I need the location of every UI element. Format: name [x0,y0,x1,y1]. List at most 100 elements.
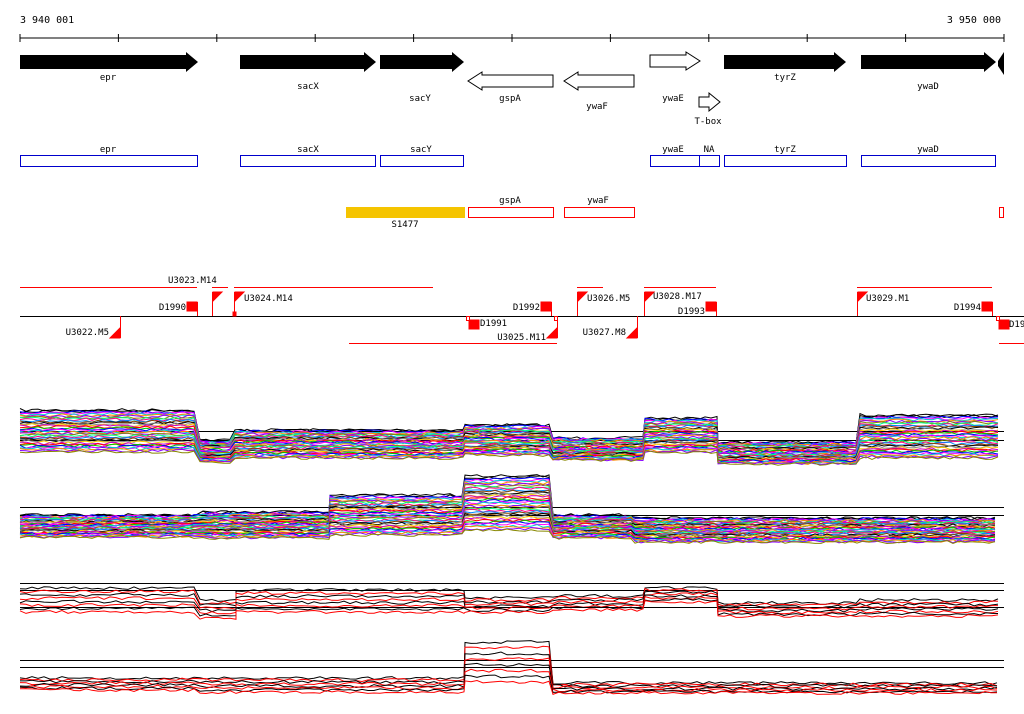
profile-line [19,441,999,462]
profile-line [19,425,999,454]
cds-box[interactable] [380,155,464,167]
gene-arrow-ywaF[interactable] [563,71,635,91]
segment-flag[interactable] [108,326,121,339]
cds-label: sacY [410,145,432,155]
gene-label: epr [100,73,117,83]
rna-label: gspA [499,196,521,206]
profile-line [19,484,996,525]
cds-box[interactable] [650,155,700,167]
segment-marker[interactable] [981,301,993,312]
profile-line [20,679,998,695]
s-feature-label: S1477 [391,220,418,230]
segment-flag[interactable] [212,291,224,303]
segment-marker[interactable] [705,301,717,312]
cds-box[interactable] [861,155,996,167]
profile-line [19,500,996,532]
segment-label: U3022.M5 [66,328,109,338]
gene-arrow-sacY[interactable] [380,52,464,72]
segment-label: D1994 [954,303,981,313]
segment-marker[interactable] [540,301,552,312]
profile-line [19,674,998,694]
profile-line [19,418,999,450]
segment-label: U3025.M11 [497,333,546,343]
gene-arrow-gspA[interactable] [467,71,554,91]
cds-box[interactable] [699,155,720,167]
segment-label: D1991 [480,319,507,329]
profile-line [19,587,999,607]
segment-flag[interactable] [577,291,589,303]
gene-label: gspA [499,94,521,104]
profile-line [19,478,996,522]
ruler-start-label: 3 940 001 [20,15,74,26]
segment-label: U3023.M14 [168,276,217,286]
profile-line [20,651,998,688]
gene-arrow-ywaE[interactable] [649,51,701,71]
segment-flag[interactable] [857,291,869,303]
position-ruler: 3 940 001 3 950 000 [19,15,1005,42]
gene-label: ywaE [662,94,684,104]
rna-box[interactable] [999,207,1004,218]
expression-profiles [19,408,1004,695]
profile-line [19,488,996,527]
segment-label: U3029.M1 [866,294,909,304]
gene-arrow-sacX[interactable] [240,52,376,72]
segment-label: D19 [1009,320,1024,330]
segment-label: U3024.M14 [244,294,293,304]
tbox-label: T-box [694,117,722,127]
profile-line [19,586,999,605]
profile-line [19,479,996,523]
profile-line [19,515,996,539]
gene-arrow-ywaD[interactable] [861,52,996,72]
cds-box[interactable] [724,155,847,167]
profile-panel [19,408,1004,466]
gene-label: sacX [297,82,319,92]
profile-line [19,657,998,690]
profile-line [19,668,998,693]
profile-line [19,590,999,609]
cds-label: tyrZ [774,145,796,155]
gene-arrow-tyrZ[interactable] [724,52,846,72]
segment-flag[interactable] [234,291,246,303]
gene-track: epr sacX sacY gspA ywaF ywaE tyrZ ywaD T… [20,51,1004,127]
s-feature-box[interactable] [346,207,465,218]
profile-panel [19,474,1004,545]
cds-track [20,155,996,167]
profile-line [19,662,998,691]
profile-line [19,449,999,466]
profile-line [19,595,999,615]
gene-label: ywaF [586,102,608,112]
segment-track: D1990 U3023.M14 U3024.M14 D1992 U3026.M5… [20,276,1024,344]
tbox-arrow[interactable] [698,91,721,113]
profile-line [19,420,999,451]
cds-box[interactable] [240,155,376,167]
gene-arrow-epr[interactable] [20,52,198,72]
segment-label: D1992 [513,303,540,313]
segment-marker[interactable] [186,301,198,312]
segment-marker[interactable] [998,319,1010,330]
rna-box[interactable] [468,207,554,218]
cds-label: sacX [297,145,319,155]
gene-arrow-partial[interactable] [998,52,1004,75]
segment-label: D1993 [678,307,705,317]
segment-marker[interactable] [468,319,480,330]
profile-panel [19,640,1004,695]
cds-label: epr [100,145,117,155]
segment-label: U3028.M17 [653,292,702,302]
cds-box[interactable] [20,155,198,167]
gene-label: ywaD [917,82,939,92]
rna-box[interactable] [564,207,635,218]
segment-flag[interactable] [545,326,558,339]
profile-line [19,528,996,545]
profile-line [19,600,999,620]
profile-line [19,522,996,542]
segment-flag[interactable] [625,326,638,339]
profile-line [19,645,998,687]
rna-track: S1477 gspA ywaF [346,196,1004,230]
segment-label: U3026.M5 [587,294,630,304]
cds-label: ywaD [917,145,939,155]
rna-label: ywaF [587,196,609,206]
cds-label: NA [704,145,715,155]
profile-line [19,592,998,611]
segment-flag[interactable] [644,291,656,303]
